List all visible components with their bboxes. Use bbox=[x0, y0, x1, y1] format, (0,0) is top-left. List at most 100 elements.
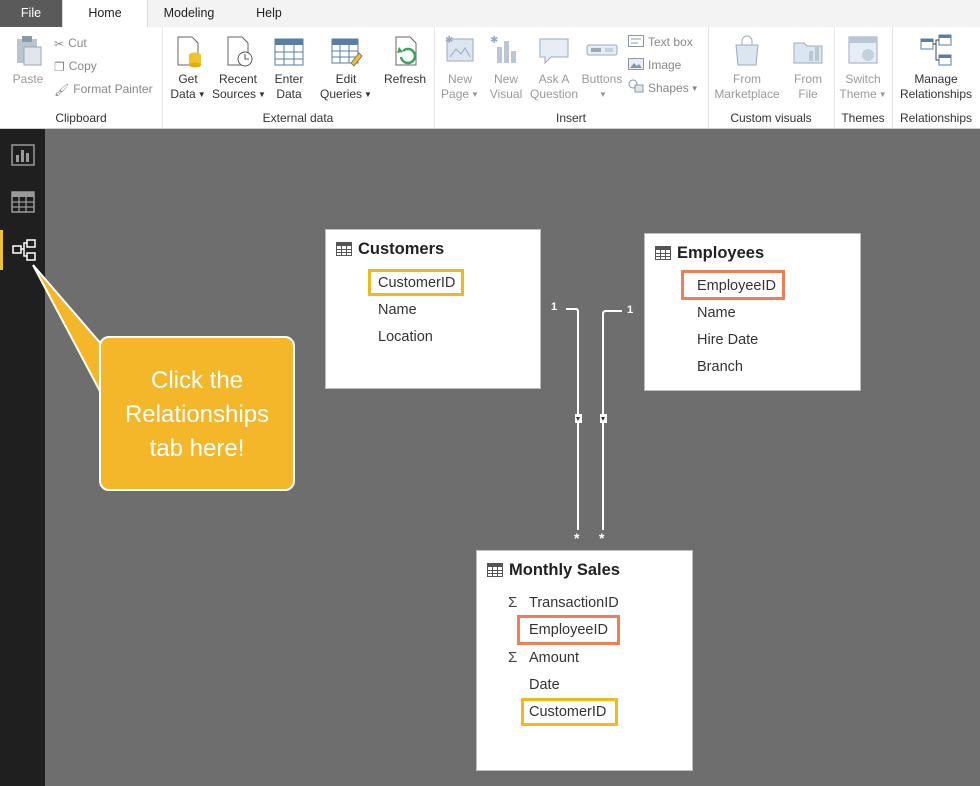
field-highlight bbox=[368, 269, 464, 296]
edit-queries-label-2: Queries bbox=[320, 87, 363, 101]
ask-question-button[interactable]: Ask A Question bbox=[530, 33, 578, 102]
buttons-icon bbox=[586, 44, 618, 56]
get-data-label-1: Get bbox=[178, 72, 198, 86]
manage-relationships-button[interactable]: Manage Relationships bbox=[894, 33, 978, 102]
cut-button[interactable]: ✂Cut bbox=[54, 33, 87, 53]
field-employeeid[interactable]: EmployeeID bbox=[697, 278, 776, 294]
edit-queries-label-1: Edit bbox=[335, 72, 357, 86]
from-file-label-2: File bbox=[798, 87, 818, 101]
table-title: Customers bbox=[358, 240, 445, 258]
table-card-monthly-sales[interactable]: Monthly Sales Σ TransactionID EmployeeID… bbox=[476, 550, 693, 771]
new-page-label-1: New bbox=[447, 72, 472, 86]
field-highlight bbox=[521, 698, 618, 726]
recent-sources-icon bbox=[227, 36, 253, 67]
chevron-down-icon: ▼ bbox=[197, 90, 206, 100]
enter-data-label-1: Enter bbox=[274, 72, 304, 86]
switch-theme-label-1: Switch bbox=[845, 72, 881, 86]
new-visual-button[interactable]: ✱ New Visual bbox=[486, 33, 526, 102]
field-employeeid[interactable]: EmployeeID bbox=[529, 622, 608, 638]
relationship-line-employees[interactable] bbox=[600, 310, 622, 530]
relationships-group-label: Relationships bbox=[899, 111, 973, 125]
cardinality-many-customers: * bbox=[574, 530, 580, 546]
tab-home[interactable]: Home bbox=[62, 0, 148, 28]
tab-help[interactable]: Help bbox=[256, 6, 282, 20]
text-box-icon bbox=[628, 33, 644, 53]
switch-theme-button[interactable]: Switch Theme▼ bbox=[838, 33, 888, 102]
data-view-button[interactable] bbox=[0, 182, 45, 222]
field-customerid[interactable]: CustomerID bbox=[529, 704, 607, 720]
enter-data-label-2: Data bbox=[276, 87, 302, 101]
field-transactionid[interactable]: TransactionID bbox=[529, 595, 619, 611]
speech-bubble-icon bbox=[539, 38, 569, 65]
field-amount[interactable]: Amount bbox=[529, 650, 579, 666]
edit-queries-button[interactable]: Edit Queries▼ bbox=[318, 33, 374, 102]
new-visual-label-2: Visual bbox=[489, 87, 523, 101]
from-file-label-1: From bbox=[794, 72, 822, 86]
tab-modeling[interactable]: Modeling bbox=[163, 6, 215, 20]
folder-icon bbox=[793, 42, 823, 64]
refresh-button[interactable]: Refresh bbox=[380, 33, 430, 87]
callout-line-3: tab here! bbox=[149, 435, 245, 462]
copy-button[interactable]: ❐Copy bbox=[54, 56, 97, 76]
table-title: Monthly Sales bbox=[509, 561, 620, 579]
refresh-label: Refresh bbox=[383, 72, 427, 86]
tab-file[interactable]: File bbox=[0, 0, 62, 27]
get-data-button[interactable]: Get Data▼ bbox=[168, 33, 208, 102]
enter-data-icon bbox=[274, 38, 304, 66]
clipboard-group-label: Clipboard bbox=[55, 111, 107, 125]
paste-label: Paste bbox=[12, 72, 44, 86]
field-date[interactable]: Date bbox=[529, 677, 560, 693]
field-name[interactable]: Name bbox=[697, 305, 736, 321]
table-icon bbox=[487, 563, 503, 577]
new-visual-label-1: New bbox=[493, 72, 518, 86]
enter-data-button[interactable]: Enter Data bbox=[268, 33, 310, 102]
sigma-icon: Σ bbox=[508, 649, 518, 666]
from-file-button[interactable]: From File bbox=[786, 33, 830, 102]
shapes-icon bbox=[628, 79, 644, 99]
callout-line-1: Click the bbox=[150, 367, 244, 394]
switch-theme-icon bbox=[848, 36, 878, 64]
new-page-icon: ✱ bbox=[445, 35, 474, 62]
recent-sources-button[interactable]: Recent Sources▼ bbox=[212, 33, 266, 102]
edit-queries-icon bbox=[331, 38, 363, 67]
svg-text:✱: ✱ bbox=[445, 35, 453, 46]
buttons-button[interactable]: Buttons ▼ bbox=[580, 33, 624, 102]
field-hire-date[interactable]: Hire Date bbox=[697, 332, 759, 348]
field-name[interactable]: Name bbox=[378, 302, 417, 318]
callout-tip: Click the Relationships tab here! bbox=[99, 336, 295, 491]
cardinality-one-employees: 1 bbox=[627, 304, 634, 316]
field-customerid[interactable]: CustomerID bbox=[378, 275, 456, 291]
ask-question-label-1: Ask A bbox=[538, 72, 570, 86]
relationships-view-button[interactable] bbox=[0, 230, 45, 270]
text-box-label: Text box bbox=[648, 35, 693, 49]
field-location[interactable]: Location bbox=[378, 329, 433, 345]
data-view-icon bbox=[11, 191, 35, 213]
field-highlight bbox=[681, 270, 785, 300]
table-icon bbox=[655, 246, 671, 260]
report-view-button[interactable] bbox=[0, 135, 45, 175]
chevron-down-icon: ▼ bbox=[258, 90, 266, 100]
image-button[interactable]: Image bbox=[628, 55, 681, 75]
field-branch[interactable]: Branch bbox=[697, 359, 743, 375]
sigma-icon: Σ bbox=[508, 594, 518, 611]
paste-button[interactable]: Paste bbox=[6, 33, 50, 87]
format-painter-button[interactable]: 🖌Format Painter bbox=[54, 79, 153, 99]
text-box-button[interactable]: Text box bbox=[628, 32, 693, 52]
recent-sources-label-2: Sources bbox=[212, 87, 257, 101]
format-painter-icon: 🖌 bbox=[54, 82, 70, 97]
table-icon bbox=[336, 242, 352, 256]
chevron-down-icon: ▼ bbox=[364, 90, 372, 100]
new-page-button[interactable]: ✱ New Page▼ bbox=[440, 33, 480, 102]
from-marketplace-button[interactable]: From Marketplace bbox=[712, 33, 782, 102]
refresh-icon bbox=[395, 36, 417, 66]
buttons-label: Buttons bbox=[581, 72, 623, 86]
ribbon-tabs: File Home Modeling Help bbox=[0, 0, 980, 28]
shapes-button[interactable]: Shapes▼ bbox=[628, 78, 699, 98]
format-painter-label: Format Painter bbox=[73, 82, 153, 96]
table-card-customers[interactable]: Customers CustomerID Name Location bbox=[325, 229, 541, 389]
relationship-line-customers[interactable] bbox=[566, 308, 582, 530]
table-card-employees[interactable]: Employees EmployeeID Name Hire Date Bran… bbox=[644, 233, 861, 391]
external-data-group-label: External data bbox=[262, 111, 334, 125]
external-data-group: Get Data▼ Recent Sources▼ Enter Data Edi… bbox=[162, 27, 435, 128]
